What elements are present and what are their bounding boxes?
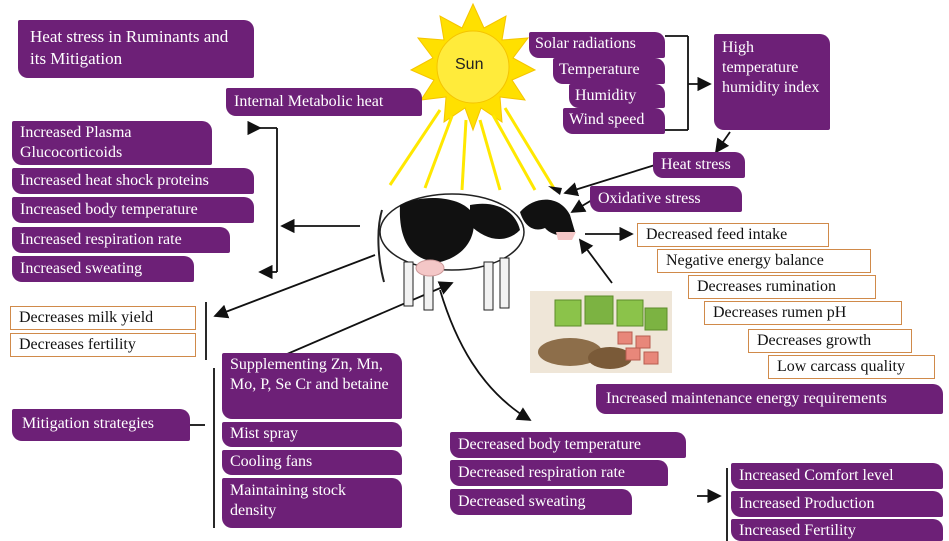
sun-label: Sun (455, 56, 483, 74)
diagram-title: Heat stress in Ruminants and its Mitigat… (18, 20, 254, 78)
effect-feed-intake: Decreased feed intake (637, 223, 829, 247)
mitigation-effect-sweating: Decreased sweating (450, 489, 632, 515)
response-plasma-glucocorticoids: Increased Plasma Glucocorticoids (12, 121, 212, 165)
response-body-temperature: Increased body temperature (12, 197, 254, 223)
outcome-production: Increased Production (731, 491, 943, 517)
oxidative-stress-box: Oxidative stress (590, 186, 742, 212)
internal-metabolic-heat: Internal Metabolic heat (226, 88, 422, 116)
effect-carcass-quality: Low carcass quality (768, 355, 935, 379)
factor-wind-speed: Wind speed (563, 108, 665, 134)
mitigation-stock-density: Maintaining stock density (222, 478, 402, 528)
effect-rumen-ph: Decreases rumen pH (704, 301, 902, 325)
maintenance-energy: Increased maintenance energy requirement… (596, 384, 943, 414)
physio-bracket (260, 128, 360, 272)
effect-rumination: Decreases rumination (688, 275, 876, 299)
heat-stress-box: Heat stress (653, 152, 745, 178)
climate-bracket (665, 36, 710, 130)
mitigation-strategies: Mitigation strategies (12, 409, 190, 441)
factor-solar-radiations: Solar radiations (529, 32, 665, 58)
mitigation-supplementing: Supplementing Zn, Mn, Mo, P, Se Cr and b… (222, 353, 402, 419)
response-sweating: Increased sweating (12, 256, 194, 282)
mitigation-mist-spray: Mist spray (222, 422, 402, 447)
effect-milk-yield: Decreases milk yield (10, 306, 196, 330)
effect-fertility: Decreases fertility (10, 333, 196, 357)
mitigation-effect-respiration-rate: Decreased respiration rate (450, 460, 668, 486)
factor-humidity: Humidity (569, 84, 665, 108)
outcome-comfort-level: Increased Comfort level (731, 463, 943, 489)
factor-temperature: Temperature (553, 58, 665, 84)
response-respiration-rate: Increased respiration rate (12, 227, 230, 253)
mitigation-cooling-fans: Cooling fans (222, 450, 402, 475)
effect-negative-energy-balance: Negative energy balance (657, 249, 871, 273)
effect-growth: Decreases growth (748, 329, 912, 353)
response-heat-shock-proteins: Increased heat shock proteins (12, 168, 254, 194)
mitigation-effect-body-temperature: Decreased body temperature (450, 432, 686, 458)
thi-box: High temperature humidity index (714, 34, 830, 130)
outcome-fertility: Increased Fertility (731, 519, 943, 541)
feed-illustration (530, 291, 672, 373)
